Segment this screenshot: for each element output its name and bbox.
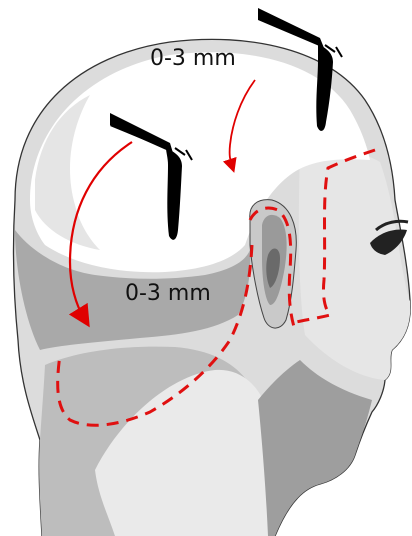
bottom-length-label: 0-3 mm: [125, 283, 211, 305]
top-length-label: 0-3 mm: [150, 48, 236, 70]
